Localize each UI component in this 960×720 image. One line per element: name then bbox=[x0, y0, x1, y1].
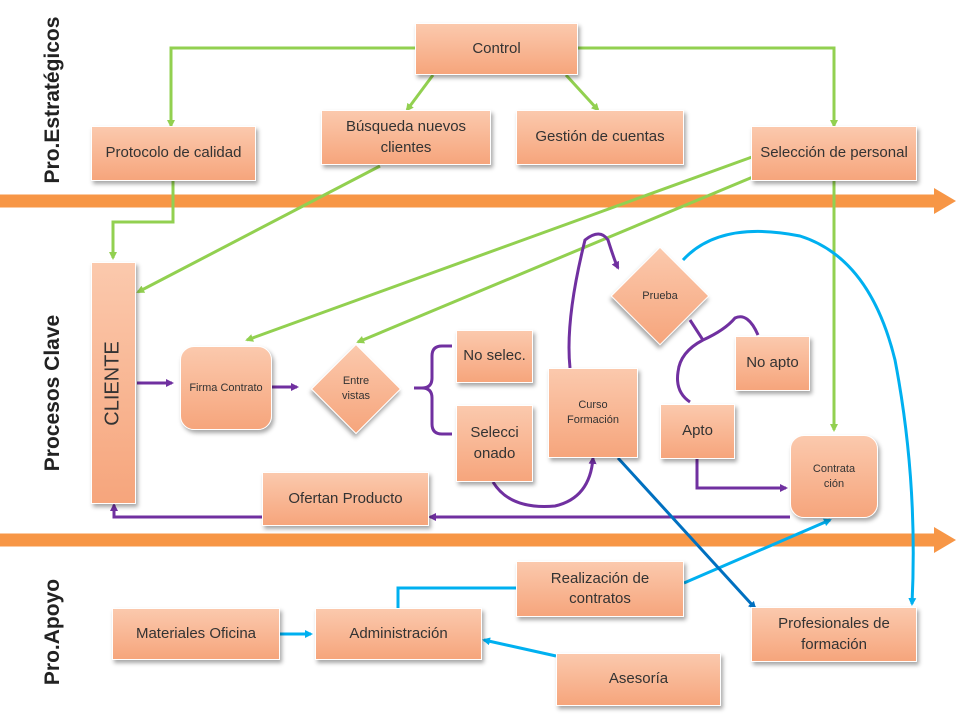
arrow-seleccion-entrevistas bbox=[356, 172, 761, 344]
node-no-apto-label: No apto bbox=[746, 354, 799, 372]
node-firma-contrato[interactable]: Firma Contrato bbox=[180, 346, 272, 430]
node-realizacion-contratos[interactable]: Realización de contratos bbox=[516, 561, 684, 617]
node-no-seleccionado[interactable]: No selec. bbox=[456, 330, 533, 383]
node-gestion-cuentas[interactable]: Gestión de cuentas bbox=[516, 110, 684, 165]
node-cliente-label: CLIENTE bbox=[102, 340, 124, 426]
arrow-realizacion-contratacion bbox=[683, 518, 832, 585]
arrow-control-busqueda bbox=[405, 74, 435, 112]
arrow-curso-profesionales bbox=[616, 456, 757, 610]
node-materiales-oficina[interactable]: Materiales Oficina bbox=[112, 608, 280, 660]
node-no-selec-label: No selec. bbox=[463, 347, 526, 365]
arrow-control-protocolo bbox=[167, 46, 415, 128]
node-busqueda-label: Búsqueda nuevos clientes bbox=[345, 118, 467, 156]
node-contratacion[interactable]: Contrata ción bbox=[790, 435, 878, 518]
node-seleccionado[interactable]: Selecci onado bbox=[456, 405, 533, 482]
brace-entrevistas bbox=[414, 344, 452, 436]
arrow-apto-contratacion bbox=[695, 459, 788, 492]
node-prueba[interactable]: Prueba bbox=[600, 246, 720, 346]
node-profesionales-formacion[interactable]: Profesionales de formación bbox=[751, 607, 917, 662]
arrow-curso-prueba bbox=[567, 232, 620, 369]
node-materiales-label: Materiales Oficina bbox=[135, 624, 257, 642]
node-administracion-label: Administración bbox=[349, 624, 448, 642]
line-administracion-realizacion bbox=[396, 586, 516, 608]
node-seleccionado-label: Selecci onado bbox=[470, 424, 519, 462]
branch-prueba-outcomes bbox=[676, 315, 760, 404]
arrow-seleccionado-curso bbox=[491, 456, 597, 508]
node-ofertan-producto[interactable]: Ofertan Producto bbox=[262, 472, 429, 526]
arrow-prueba-profesionales bbox=[681, 230, 917, 606]
node-administracion[interactable]: Administración bbox=[315, 608, 482, 660]
arrow-ofertan-cliente bbox=[110, 503, 262, 519]
node-gestion-label: Gestión de cuentas bbox=[535, 128, 665, 146]
node-busqueda-clientes[interactable]: Búsqueda nuevos clientes bbox=[321, 110, 491, 165]
node-profesionales-label: Profesionales de formación bbox=[778, 615, 890, 653]
node-curso-label: Curso Formación bbox=[567, 399, 619, 426]
node-protocolo-label: Protocolo de calidad bbox=[105, 144, 242, 162]
node-seleccion-personal[interactable]: Selección de personal bbox=[751, 126, 917, 181]
node-asesoria[interactable]: Asesoría bbox=[556, 653, 721, 706]
node-control-label: Control bbox=[472, 39, 521, 57]
node-realizacion-label: Realización de contratos bbox=[550, 569, 650, 607]
node-prueba-label: Prueba bbox=[642, 289, 678, 302]
arrow-busqueda-cliente bbox=[136, 164, 381, 294]
node-asesoria-label: Asesoría bbox=[608, 670, 669, 688]
arrow-control-seleccion bbox=[578, 46, 838, 128]
arrow-asesoria-administracion bbox=[482, 637, 557, 658]
node-curso-formacion[interactable]: Curso Formación bbox=[548, 368, 638, 458]
node-entrevistas-label: Entre vistas bbox=[341, 375, 371, 402]
node-ofertan-label: Ofertan Producto bbox=[288, 489, 403, 507]
node-no-apto[interactable]: No apto bbox=[735, 336, 810, 391]
node-apto-label: Apto bbox=[682, 422, 713, 440]
node-control[interactable]: Control bbox=[415, 23, 578, 75]
node-entrevistas[interactable]: Entre vistas bbox=[298, 343, 414, 435]
node-cliente[interactable]: CLIENTE bbox=[91, 262, 136, 504]
node-firma-label: Firma Contrato bbox=[189, 381, 263, 394]
node-apto[interactable]: Apto bbox=[660, 404, 735, 459]
arrow-seleccion-firma bbox=[245, 155, 753, 342]
node-seleccion-label: Selección de personal bbox=[760, 144, 908, 162]
arrow-control-gestion bbox=[564, 73, 600, 112]
node-contratacion-label: Contrata ción bbox=[812, 462, 856, 490]
arrow-protocolo-cliente bbox=[109, 181, 175, 260]
node-protocolo-calidad[interactable]: Protocolo de calidad bbox=[91, 126, 256, 181]
